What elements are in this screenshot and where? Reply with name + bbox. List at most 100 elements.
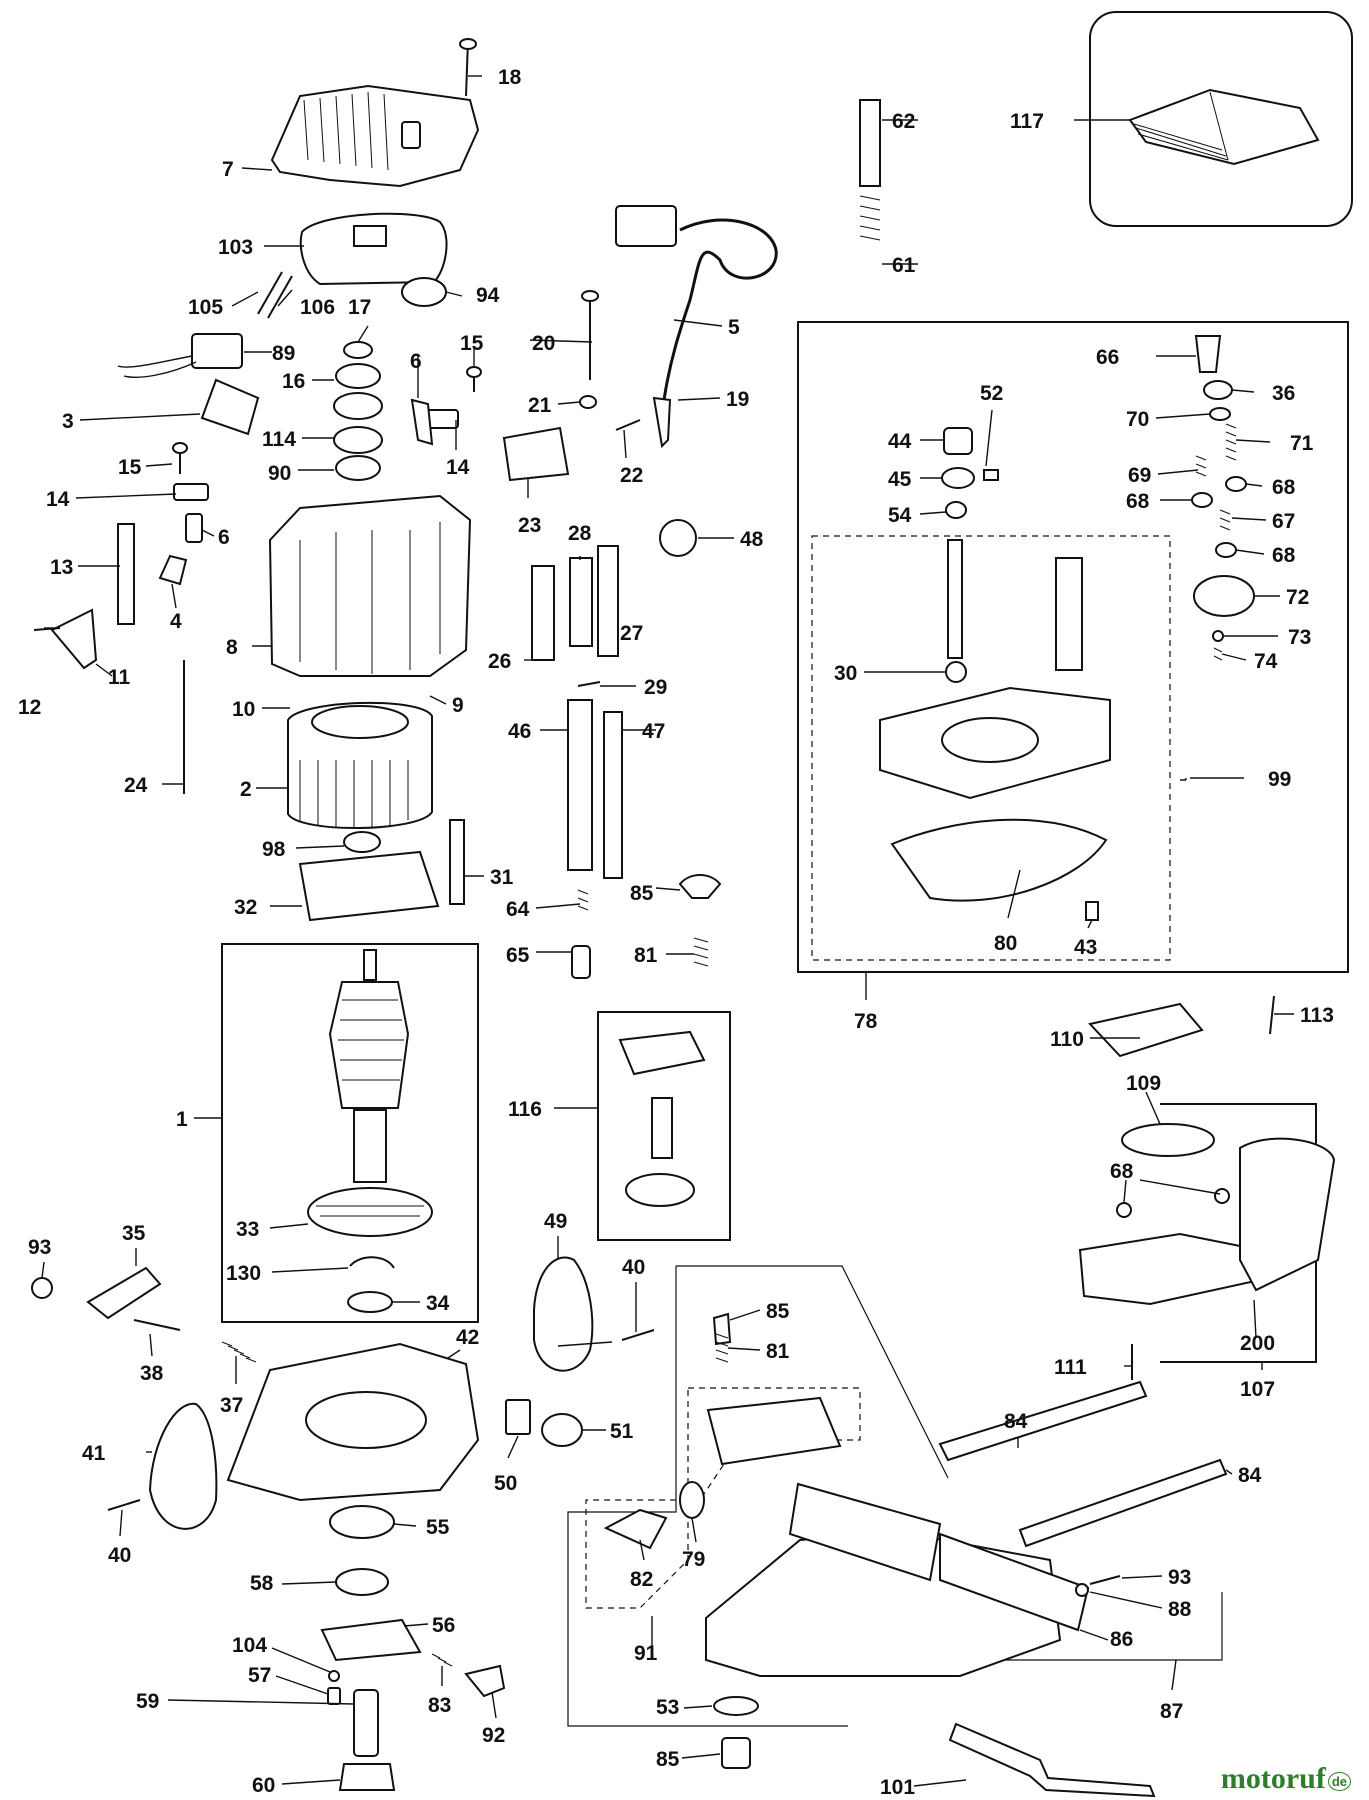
motor-cover-icon	[270, 84, 480, 188]
callout-37: 37	[220, 1394, 243, 1417]
callout-50: 50	[494, 1472, 517, 1495]
rod-84a-icon	[938, 1380, 1148, 1462]
callout-41: 41	[82, 1442, 106, 1465]
callout-32: 32	[234, 896, 257, 919]
bolt-38-icon	[133, 1319, 181, 1331]
screw-40a-icon	[621, 1329, 655, 1341]
callout-66: 66	[1096, 346, 1119, 369]
key-52-icon	[983, 469, 999, 481]
capacitor-89-icon	[117, 333, 243, 378]
callout-104: 104	[232, 1634, 267, 1657]
watermark-text: motoruf	[1220, 1762, 1326, 1795]
ring-88-icon	[1075, 1583, 1089, 1597]
callout-80: 80	[994, 932, 1017, 955]
washer-70-icon	[1209, 407, 1231, 421]
handle-41-icon	[148, 1402, 218, 1530]
callout-48: 48	[740, 528, 764, 551]
callout-38: 38	[140, 1362, 164, 1385]
spring-81a-icon	[693, 937, 709, 967]
callout-60: 60	[252, 1774, 275, 1797]
slide-27-icon	[597, 545, 619, 657]
nut-21-icon	[579, 395, 597, 409]
lock-56-icon	[320, 1618, 422, 1662]
callout-1: 1	[176, 1108, 188, 1131]
adapter-plate-icon	[618, 1030, 706, 1076]
screw-57-icon	[327, 1687, 341, 1705]
knob-85b-icon	[712, 1312, 732, 1346]
fan-33-icon	[307, 1187, 433, 1237]
callout-58: 58	[250, 1572, 274, 1595]
lever-35-icon	[86, 1266, 162, 1320]
washer-34-icon	[347, 1291, 393, 1313]
base-subassembly-dashed	[811, 535, 1171, 961]
adapter-110-icon	[1088, 1002, 1204, 1058]
callout-101: 101	[880, 1776, 915, 1799]
handle-49-icon	[533, 1256, 594, 1372]
callout-34: 34	[426, 1292, 450, 1315]
screw-113-icon	[1269, 995, 1275, 1035]
circlip-130-icon	[349, 1256, 395, 1269]
bearing-98-icon	[343, 831, 381, 853]
callout-90: 90	[268, 462, 291, 485]
callout-65: 65	[506, 944, 530, 967]
adapter-ring-icon	[625, 1173, 695, 1207]
callout-19: 19	[726, 388, 749, 411]
nut-68c-icon	[1215, 542, 1237, 558]
callout-26: 26	[488, 650, 511, 673]
callout-46: 46	[508, 720, 531, 743]
callout-89: 89	[272, 342, 295, 365]
ring-104-icon	[328, 1670, 340, 1682]
callout-36: 36	[1272, 382, 1295, 405]
callout-85a: 85	[630, 882, 654, 905]
stop-93a-icon	[31, 1277, 53, 1299]
callout-73: 73	[1288, 626, 1311, 649]
screw-22-icon	[615, 419, 641, 431]
callout-68b: 68	[1126, 490, 1150, 513]
callout-107: 107	[1240, 1378, 1275, 1401]
nut-60-icon	[338, 1763, 396, 1791]
callout-3: 3	[62, 410, 74, 433]
callout-87: 87	[1160, 1700, 1183, 1723]
callout-70: 70	[1126, 408, 1149, 431]
callout-6a: 6	[410, 350, 422, 373]
bolt-31-icon	[449, 819, 465, 905]
leader-lines	[41, 75, 1294, 1787]
manual-book-icon	[1128, 88, 1320, 166]
tie-105-icon	[257, 271, 283, 315]
thumbwheel-79-icon	[679, 1481, 705, 1519]
callout-94: 94	[476, 284, 500, 307]
callout-84b: 84	[1238, 1464, 1262, 1487]
callout-110: 110	[1050, 1028, 1084, 1051]
spring-67-icon	[1219, 509, 1231, 531]
base-bore-icon	[305, 1391, 427, 1449]
plate-103-icon	[299, 212, 448, 286]
callout-29: 29	[644, 676, 667, 699]
callout-15a: 15	[118, 456, 142, 479]
motor-housing-8-icon	[268, 494, 472, 677]
adapter-kit-frame	[597, 1011, 731, 1241]
spring-74-icon	[1213, 647, 1223, 661]
callout-44: 44	[888, 430, 912, 453]
wrench-101-icon	[948, 1722, 1156, 1798]
callout-18: 18	[498, 66, 522, 89]
sub-base-80-icon	[890, 818, 1108, 902]
callout-7: 7	[222, 158, 234, 181]
callout-93b: 93	[1168, 1566, 1191, 1589]
block-50-icon	[505, 1399, 531, 1435]
callout-62: 62	[892, 110, 915, 133]
callout-117: 117	[1010, 110, 1044, 133]
callout-15b: 15	[460, 332, 484, 355]
bearing-55-icon	[329, 1505, 395, 1539]
callout-6b: 6	[218, 526, 230, 549]
callout-99: 99	[1268, 768, 1291, 791]
callout-14a: 14	[46, 488, 70, 511]
callout-16: 16	[282, 370, 305, 393]
callout-85b: 85	[766, 1300, 790, 1323]
callout-68a: 68	[1272, 476, 1296, 499]
column-62-icon	[859, 99, 881, 187]
knob-65-icon	[571, 945, 591, 979]
knob-66-icon	[1194, 335, 1222, 373]
callout-69: 69	[1128, 464, 1151, 487]
callout-116: 116	[508, 1098, 542, 1121]
